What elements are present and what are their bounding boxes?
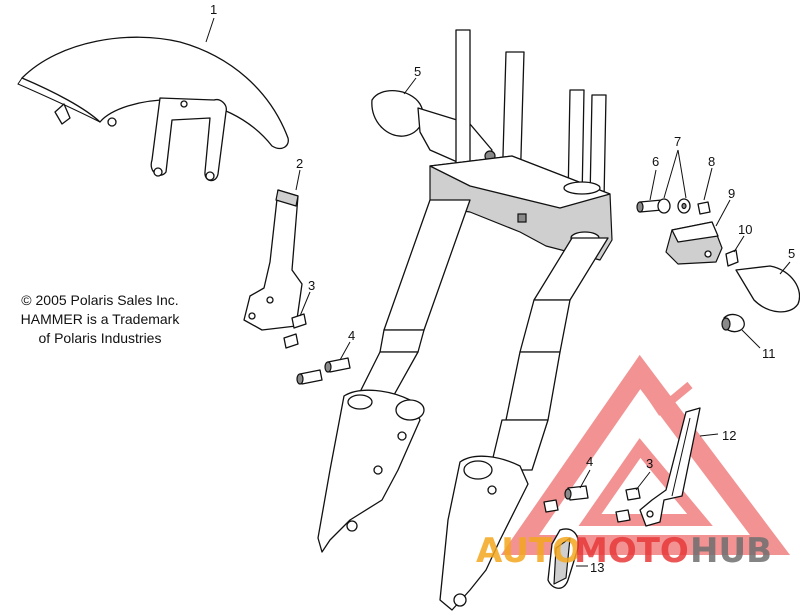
brake-pads xyxy=(547,528,579,589)
copyright-notice: © 2005 Polaris Sales Inc. HAMMER is a Tr… xyxy=(2,291,198,348)
callout-labels: 1 2 3 4 5 6 7 8 9 10 5 11 12 4 3 13 xyxy=(210,2,795,575)
callout-4-left: 4 xyxy=(348,328,355,343)
fork-leg-left xyxy=(317,199,471,553)
screw-10 xyxy=(725,249,739,267)
watermark-moto: MOTO xyxy=(574,531,689,571)
watermark-auto: AUTO xyxy=(476,531,581,571)
callout-2: 2 xyxy=(296,156,303,171)
callout-12: 12 xyxy=(722,428,736,443)
signal-mount-bracket xyxy=(665,221,723,265)
watermark-text: AUTO MOTO HUB xyxy=(476,531,772,571)
brake-line-bracket xyxy=(639,407,701,527)
callout-leaders xyxy=(205,17,791,567)
fasteners-6-7-8 xyxy=(636,198,711,215)
callout-1: 1 xyxy=(210,2,217,17)
turn-signal-right xyxy=(735,265,800,313)
callout-7: 7 xyxy=(674,134,681,149)
watermark-hub: HUB xyxy=(690,531,772,571)
bolt-group-4-left xyxy=(296,357,351,385)
callout-3-left: 3 xyxy=(308,278,315,293)
copyright-line-3: of Polaris Industries xyxy=(38,330,162,346)
triple-clamp xyxy=(429,155,613,261)
copyright-line-1: © 2005 Polaris Sales Inc. xyxy=(21,292,179,308)
bolt-group-right xyxy=(543,485,641,523)
callout-13: 13 xyxy=(590,560,604,575)
callout-6: 6 xyxy=(652,154,659,169)
callout-5-left: 5 xyxy=(414,64,421,79)
callout-10: 10 xyxy=(738,222,752,237)
callout-4-right: 4 xyxy=(586,454,593,469)
callout-5-right: 5 xyxy=(788,246,795,261)
signal-bulb xyxy=(721,313,745,333)
callout-11: 11 xyxy=(762,346,776,361)
fork-leg-right xyxy=(439,237,609,611)
callout-8: 8 xyxy=(708,154,715,169)
fork-upper-tubes xyxy=(455,29,607,201)
callout-3-right: 3 xyxy=(646,456,653,471)
copyright-line-2: HAMMER is a Trademark xyxy=(20,311,180,327)
front-fender xyxy=(17,36,289,182)
fender-bracket xyxy=(243,189,303,331)
callout-9: 9 xyxy=(728,186,735,201)
